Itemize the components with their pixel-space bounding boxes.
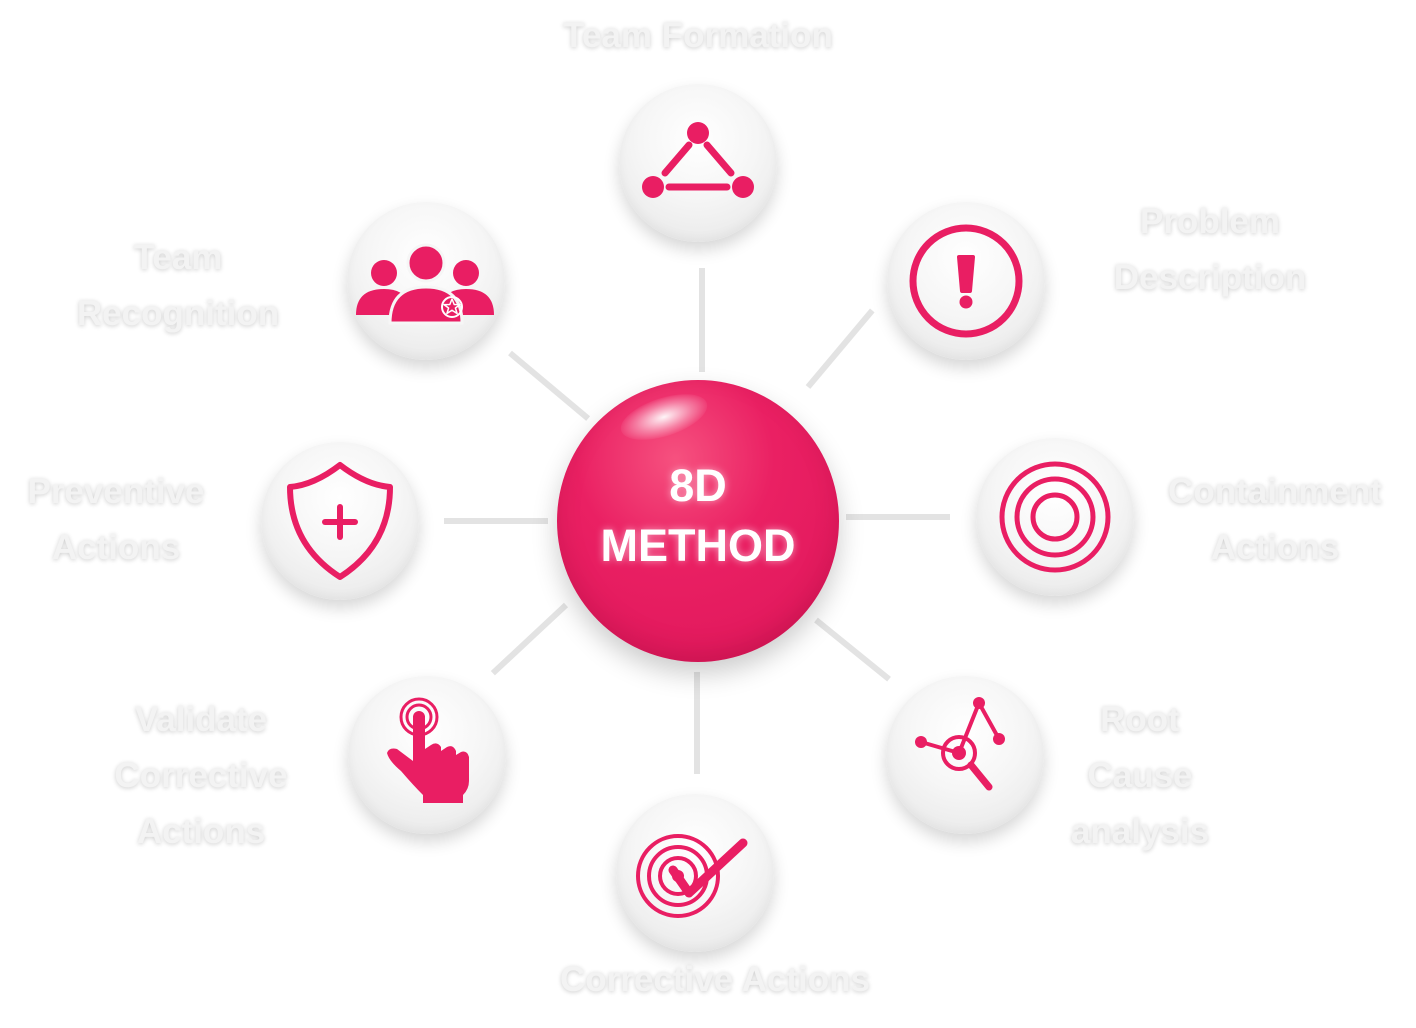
step-root-cause-analysis[interactable] (886, 676, 1044, 834)
label-containment-actions: Containment Actions (1150, 464, 1400, 576)
label-line: analysis (1070, 812, 1210, 851)
connector-validate (490, 602, 569, 676)
team-formation-icon (642, 122, 754, 198)
label-line: Problem (1139, 202, 1281, 241)
step-problem-description[interactable] (887, 202, 1045, 360)
label-line: Cause (1087, 756, 1193, 795)
connector-preventive-actions (444, 518, 548, 524)
label-line: Validate (134, 700, 268, 739)
connector-problem-description (805, 308, 875, 389)
label-team-recognition: Team Recognition (58, 230, 298, 342)
label-line: Team Formation (563, 16, 833, 55)
label-line: Actions (51, 528, 181, 567)
label-line: Recognition (76, 294, 280, 333)
connector-team-formation (699, 268, 705, 372)
connector-containment-actions (846, 514, 950, 520)
label-line: Corrective (114, 756, 288, 795)
label-root-cause-analysis: Root Cause analysis (1050, 692, 1230, 860)
connector-root-cause (814, 617, 891, 682)
step-containment-actions[interactable] (976, 438, 1134, 596)
shield-plus-icon (287, 462, 393, 580)
label-problem-description: Problem Description (1090, 194, 1330, 306)
label-line: Team (133, 238, 223, 277)
center-title: 8D METHOD (557, 456, 839, 576)
step-team-recognition[interactable] (347, 202, 505, 360)
label-validate-corrective-actions: Validate Corrective Actions (96, 692, 306, 860)
step-validate-corrective-actions[interactable] (348, 676, 506, 834)
connector-team-recognition (508, 350, 591, 421)
root-cause-icon (915, 697, 1005, 791)
label-team-formation: Team Formation (548, 8, 848, 64)
label-line: Description (1113, 258, 1307, 297)
connector-corrective-actions (694, 672, 700, 774)
label-corrective-actions: Corrective Actions (540, 952, 890, 1008)
center-8d-method: 8D METHOD (557, 380, 839, 662)
label-preventive-actions: Preventive Actions (6, 464, 226, 576)
step-preventive-actions[interactable] (261, 442, 419, 600)
center-title-line1: 8D (669, 460, 727, 511)
label-line: Preventive (27, 472, 205, 511)
step-team-formation[interactable] (619, 84, 777, 242)
target-check-icon (636, 834, 748, 918)
concentric-circles-icon (999, 461, 1111, 573)
exclamation-icon (909, 224, 1023, 338)
center-highlight (615, 385, 713, 449)
tap-finger-icon (387, 697, 469, 803)
step-corrective-actions[interactable] (616, 794, 774, 952)
label-line: Actions (1210, 528, 1340, 567)
label-line: Root (1100, 700, 1180, 739)
label-line: Containment (1168, 472, 1382, 511)
team-recognition-icon (356, 243, 494, 325)
label-line: Corrective Actions (560, 960, 870, 999)
label-line: Actions (136, 812, 266, 851)
center-title-line2: METHOD (600, 520, 796, 571)
